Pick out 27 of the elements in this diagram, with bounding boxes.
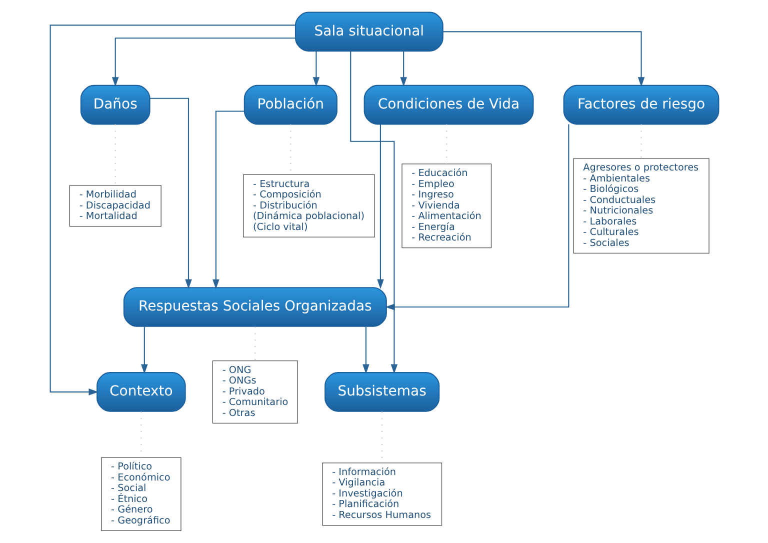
node-box: Factores de riesgo — [562, 84, 719, 125]
arrow — [384, 124, 569, 310]
node-box: Población — [243, 84, 337, 125]
arrow — [111, 38, 295, 87]
arrow — [49, 24, 295, 396]
node-box: - ONG - ONGs - Privado - Comunitario - Otras — [212, 360, 298, 424]
arrow — [376, 124, 384, 289]
node-box: Contexto — [96, 372, 186, 412]
arrow — [212, 110, 244, 290]
node-box: - Información - Vigilancia - Investigación - Planificación - Recursos Humanos — [322, 462, 442, 526]
node-box: - Político - Económico - Social - Étnico - Género - Geográfico — [100, 457, 181, 531]
node-box: Respuestas Sociales Organizadas — [122, 287, 386, 327]
arrow — [312, 51, 320, 87]
node-box: Agresores o protectores - Ambientales - Biológicos - Conductuales - Nutricionales - Laborales - Culturales - Sociales — [572, 158, 709, 254]
node-box: Subsistemas — [324, 372, 440, 412]
arrow — [350, 51, 398, 374]
node-box: - Estructura - Composición - Distribución (Dinámica poblacional) (Ciclo vital) — [242, 174, 374, 238]
arrow — [140, 326, 148, 374]
node-box: - Morbilidad - Discapacidad - Mortalidad — [68, 185, 161, 227]
node-box: Condiciones de Vida — [363, 84, 534, 125]
node-box: - Educación - Empleo - Ingreso - Vivienda - Alimentación - Energía - Recreación — [401, 164, 492, 248]
arrow — [149, 98, 192, 289]
node-box: Daños — [80, 84, 150, 125]
arrow — [362, 326, 369, 374]
arrow — [400, 51, 406, 87]
node-box: Sala situacional — [294, 12, 443, 52]
arrow — [442, 31, 644, 87]
